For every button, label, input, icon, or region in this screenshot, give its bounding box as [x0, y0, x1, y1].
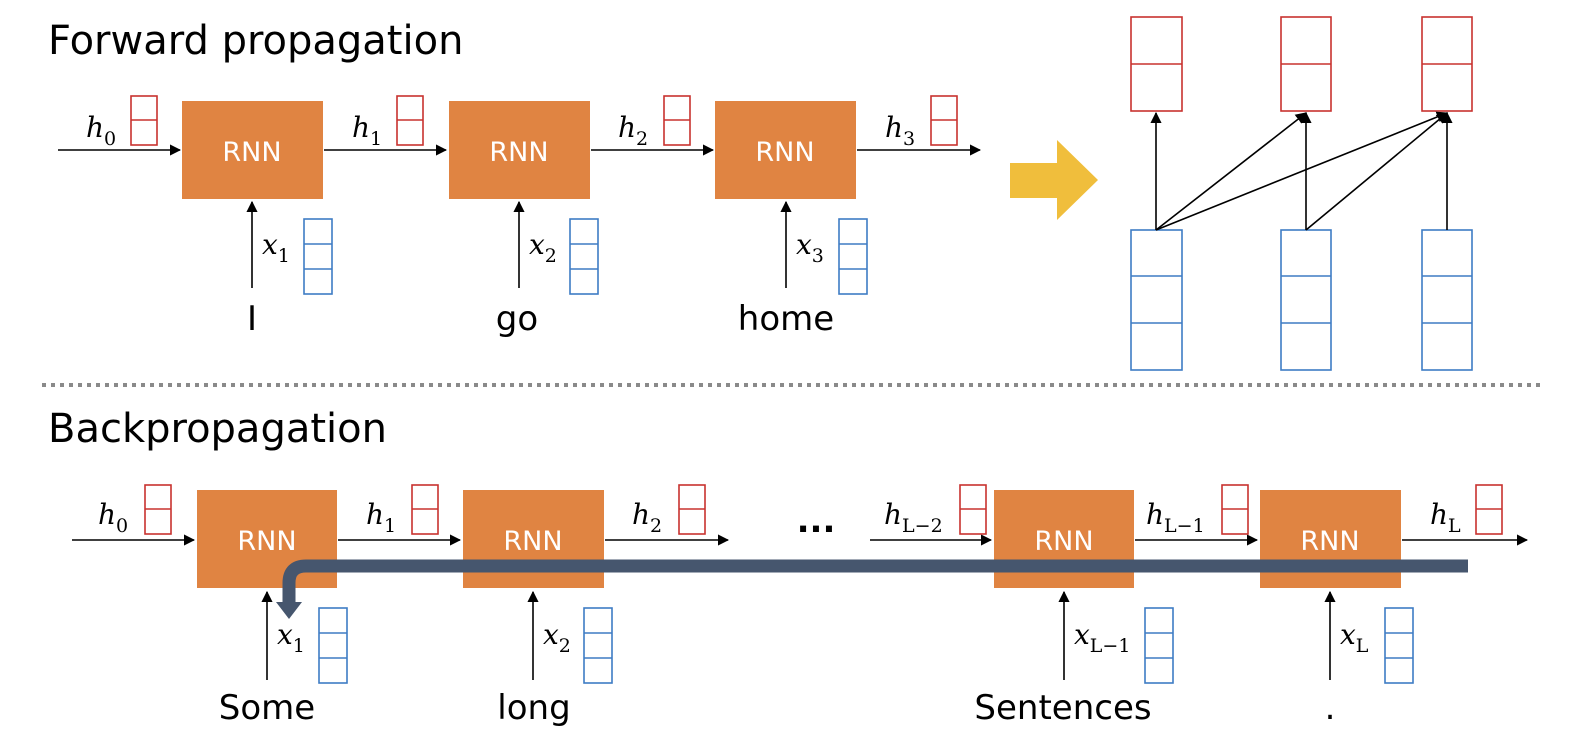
back-xL-1-vector: [1144, 607, 1174, 684]
forward-x3-label: x3: [796, 228, 824, 267]
back-hL-1-label: hL−1: [1146, 498, 1205, 537]
forward-word-2: go: [496, 299, 538, 339]
backpropagation-section: Backpropagation RNN RNN RNN RNN ... h0: [48, 406, 1529, 728]
forward-rnn-cell-3: RNN: [715, 101, 856, 199]
back-word-1: Some: [219, 688, 315, 728]
forward-h0-vector: [130, 95, 158, 146]
back-hL-2-label: hL−2: [884, 498, 943, 537]
back-rnn-cell-4: RNN: [1260, 490, 1401, 588]
forward-h2-label: h2: [618, 111, 648, 150]
forward-rnn-cell-1: RNN: [182, 101, 323, 199]
rnn-label: RNN: [503, 526, 562, 557]
forward-word-1: I: [247, 299, 257, 339]
forward-title: Forward propagation: [48, 18, 463, 64]
back-word-4: .: [1325, 688, 1336, 728]
forward-h3-label: h3: [885, 111, 915, 150]
back-hL-vector: [1475, 484, 1503, 535]
output-vector-3: [1421, 16, 1473, 112]
back-rnn-cell-1: RNN: [197, 490, 337, 588]
transform-arrow-icon: [1010, 140, 1098, 220]
back-xL-label: xL: [1340, 618, 1369, 657]
forward-h3-vector: [930, 95, 958, 146]
back-hL-2-vector: [959, 484, 987, 535]
forward-h2-vector: [663, 95, 691, 146]
forward-word-3: home: [738, 299, 834, 339]
rnn-label: RNN: [755, 137, 814, 168]
ellipsis: ...: [797, 501, 836, 541]
back-h1-label: h1: [366, 498, 396, 537]
back-x1-label: x1: [277, 618, 305, 657]
forward-x3-vector: [838, 218, 868, 295]
input-vector-3: [1421, 229, 1473, 371]
gradient-flow-arrow-icon: [276, 559, 1468, 619]
rnn-label: RNN: [237, 526, 296, 557]
edge-x2-h3: [1305, 112, 1448, 231]
back-x2-label: x2: [543, 618, 571, 657]
rnn-label: RNN: [489, 137, 548, 168]
forward-x2-label: x2: [529, 228, 557, 267]
rnn-label: RNN: [1300, 526, 1359, 557]
back-h2-vector: [678, 484, 706, 535]
forward-h1-label: h1: [352, 111, 382, 150]
forward-rnn-cell-2: RNN: [449, 101, 590, 199]
input-vector-1: [1130, 229, 1183, 371]
back-xL-vector: [1384, 607, 1414, 684]
back-word-2: long: [497, 688, 570, 728]
back-hL-1-vector: [1221, 484, 1249, 535]
edge-x1-h3: [1155, 111, 1449, 231]
backprop-title: Backpropagation: [48, 406, 387, 452]
unrolled-dependency-graph: [1130, 16, 1473, 371]
back-word-3: Sentences: [974, 688, 1151, 728]
rnn-label: RNN: [222, 137, 281, 168]
back-x1-vector: [318, 607, 348, 684]
forward-x1-label: x1: [262, 228, 290, 267]
forward-propagation-section: Forward propagation RNN RNN RNN h0 h1 h2: [48, 18, 982, 339]
back-xL-1-label: xL−1: [1074, 618, 1130, 657]
back-h1-vector: [411, 484, 439, 535]
forward-x1-vector: [303, 218, 333, 295]
forward-h0-label: h0: [86, 111, 116, 150]
output-vector-1: [1130, 16, 1183, 112]
input-vector-2: [1280, 229, 1332, 371]
back-h0-vector: [144, 484, 172, 535]
forward-h1-vector: [396, 95, 424, 146]
output-vector-2: [1280, 16, 1332, 112]
back-rnn-cell-3: RNN: [994, 490, 1134, 588]
back-h2-label: h2: [632, 498, 662, 537]
forward-x2-vector: [569, 218, 599, 295]
back-hL-label: hL: [1430, 498, 1461, 537]
back-x2-vector: [583, 607, 613, 684]
edge-x1-h2: [1155, 112, 1307, 231]
rnn-label: RNN: [1034, 526, 1093, 557]
back-rnn-cell-2: RNN: [463, 490, 604, 588]
back-h0-label: h0: [98, 498, 128, 537]
